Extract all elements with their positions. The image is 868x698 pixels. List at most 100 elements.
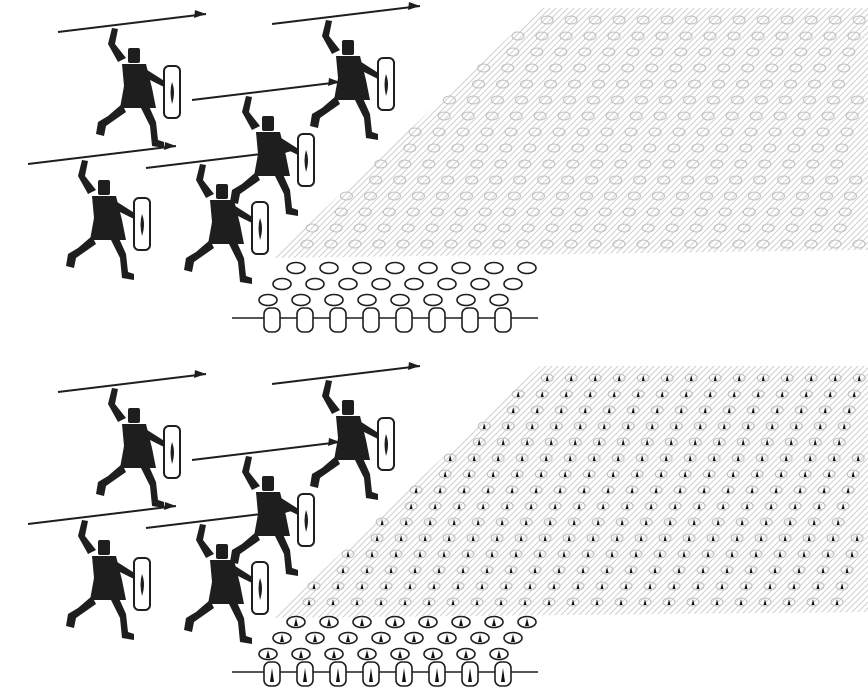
- field-ring: [610, 533, 624, 543]
- field-ring: [398, 159, 412, 169]
- field-marker: [811, 599, 815, 605]
- field-ring: [480, 127, 494, 137]
- field-marker: [715, 599, 719, 605]
- field-ring: [771, 191, 785, 201]
- field-ring: [669, 63, 683, 73]
- field-ring: [664, 437, 678, 447]
- field-marker: [423, 535, 427, 541]
- field-marker: [835, 599, 839, 605]
- field-ring: [828, 373, 842, 383]
- field-ring: [568, 437, 582, 447]
- field-marker: [612, 391, 616, 397]
- field-marker: [619, 599, 623, 605]
- field-ring: [566, 159, 580, 169]
- field-ring: [821, 549, 835, 559]
- field-ring: [638, 159, 652, 169]
- field-marker: [490, 551, 494, 557]
- front-ring-marker: [445, 634, 449, 642]
- field-ring: [693, 421, 707, 431]
- field-ring: [779, 453, 793, 463]
- field-ring: [631, 389, 645, 399]
- field-ring: [513, 175, 527, 185]
- field-marker: [576, 583, 580, 589]
- field-ring: [437, 549, 451, 559]
- field-ring: [828, 239, 842, 249]
- field-marker: [701, 567, 705, 573]
- field-ring: [588, 373, 602, 383]
- field-marker: [462, 487, 466, 493]
- field-marker: [360, 583, 364, 589]
- field-ring: [602, 47, 616, 57]
- field-marker: [511, 407, 515, 413]
- front-ring-marker: [327, 618, 331, 626]
- field-ring: [677, 549, 691, 559]
- field-ring: [511, 389, 525, 399]
- field-ring: [413, 549, 427, 559]
- field-ring: [582, 469, 596, 479]
- field-ring: [765, 421, 779, 431]
- field-ring: [645, 63, 659, 73]
- field-ring: [697, 485, 711, 495]
- field-marker: [644, 519, 648, 525]
- field-ring: [401, 223, 415, 233]
- field-ring: [557, 549, 571, 559]
- field-ring: [710, 597, 724, 607]
- field-marker: [499, 599, 503, 605]
- field-marker: [593, 375, 597, 381]
- field-ring: [454, 207, 468, 217]
- field-ring: [825, 175, 839, 185]
- field-ring: [717, 421, 731, 431]
- field-ring: [461, 549, 475, 559]
- field-ring: [729, 175, 743, 185]
- field-ring: [678, 469, 692, 479]
- field-ring: [725, 549, 739, 559]
- field-ring: [643, 143, 657, 153]
- field-ring: [660, 239, 674, 249]
- field-ring: [447, 517, 461, 527]
- field-ring: [672, 127, 686, 137]
- field-ring: [679, 31, 693, 41]
- field-marker: [841, 503, 845, 509]
- field-ring: [726, 469, 740, 479]
- field-marker: [688, 455, 692, 461]
- field-ring: [430, 207, 444, 217]
- field-ring: [552, 127, 566, 137]
- peg: [362, 307, 380, 333]
- field-ring: [770, 47, 784, 57]
- field-ring: [518, 597, 532, 607]
- field-ring: [341, 549, 355, 559]
- field-ring: [590, 159, 604, 169]
- field-ring: [826, 95, 840, 105]
- field-ring: [535, 389, 549, 399]
- field-marker: [643, 599, 647, 605]
- field-ring: [566, 597, 580, 607]
- field-ring: [813, 421, 827, 431]
- field-ring: [651, 191, 665, 201]
- field-ring: [663, 517, 677, 527]
- field-ring: [648, 127, 662, 137]
- field-ring: [538, 533, 552, 543]
- field-ring: [617, 223, 631, 233]
- field-marker: [749, 567, 753, 573]
- field-marker: [732, 391, 736, 397]
- field-ring: [569, 223, 583, 233]
- field-ring: [587, 453, 601, 463]
- field-marker: [384, 583, 388, 589]
- field-ring: [653, 549, 667, 559]
- field-ring: [648, 565, 662, 575]
- field-marker: [544, 455, 548, 461]
- front-ring-marker: [492, 618, 496, 626]
- field-ring: [725, 111, 739, 121]
- field-marker: [784, 455, 788, 461]
- field-ring: [640, 437, 654, 447]
- field-ring: [621, 421, 635, 431]
- field-ring: [741, 63, 755, 73]
- field-marker: [452, 519, 456, 525]
- field-marker: [823, 407, 827, 413]
- field-marker: [818, 423, 822, 429]
- field-marker: [558, 487, 562, 493]
- field-ring: [672, 565, 686, 575]
- field-marker: [607, 407, 611, 413]
- field-ring: [804, 15, 818, 25]
- field-marker: [828, 391, 832, 397]
